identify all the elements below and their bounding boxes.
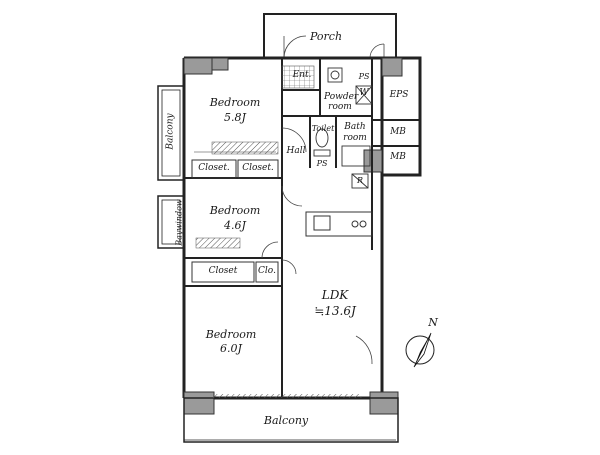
- door-swings: [261, 127, 373, 365]
- left-balcony: [157, 85, 185, 249]
- kitchen-counter: [305, 211, 373, 237]
- powder-room-label-1: Powder: [324, 92, 359, 102]
- ps-bottom-label: PS: [316, 159, 328, 168]
- porch-label: Porch: [309, 30, 343, 43]
- bath-fixtures: [313, 67, 373, 189]
- mb-bottom-label: MB: [390, 152, 406, 162]
- hatched-features: [195, 65, 362, 398]
- hall-label: Hall: [286, 146, 306, 156]
- compass-icon: [405, 332, 435, 368]
- porch-area: [263, 13, 397, 59]
- closet-a-label: Closet.: [198, 163, 230, 173]
- refrigerator-label: R: [356, 176, 364, 185]
- closet-c-label: Closet: [208, 266, 238, 276]
- mb-top-label: MB: [390, 127, 406, 137]
- bath-room-label-2: room: [343, 133, 367, 143]
- bedroom2-size: 4.6J: [224, 219, 246, 232]
- clo-label: Clo.: [258, 266, 276, 276]
- toilet-label: Toilet: [311, 124, 335, 133]
- bedroom2-name: Bedroom: [209, 204, 261, 217]
- compass-north-label: N: [428, 316, 438, 329]
- closet-b-label: Closet.: [242, 163, 274, 173]
- bedroom3-name: Bedroom: [205, 328, 257, 341]
- balcony-bottom-label: Balcony: [263, 414, 309, 427]
- bedroom1-size: 5.8J: [224, 111, 246, 124]
- powder-room-label-2: room: [328, 102, 352, 112]
- washer-label: W: [359, 88, 369, 98]
- bedroom3-size: 6.0J: [220, 342, 242, 355]
- eps-label: EPS: [389, 90, 409, 100]
- bath-room-label-1: Bath: [344, 122, 366, 132]
- ldk-name: LDK: [321, 288, 349, 302]
- balcony-left-label: Balcony: [165, 113, 176, 150]
- bedroom1-name: Bedroom: [209, 96, 261, 109]
- baywindow-label: Baywindow: [174, 199, 184, 246]
- entrance-label: Ent.: [292, 70, 312, 80]
- ps-top-label: PS: [358, 72, 370, 81]
- ldk-size: ≒13.6J: [314, 304, 356, 318]
